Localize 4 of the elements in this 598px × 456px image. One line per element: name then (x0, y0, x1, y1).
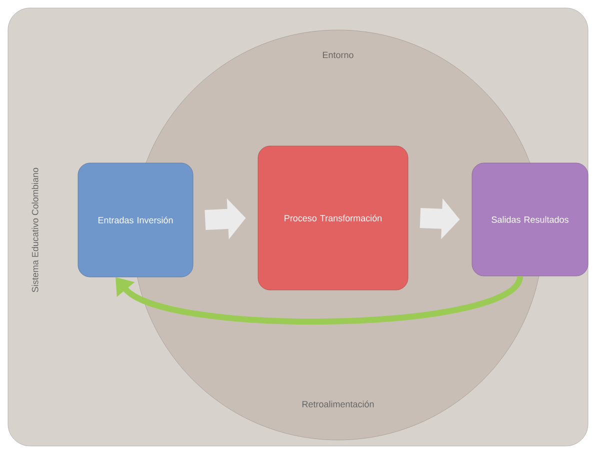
process-box: Entradas Inversión (78, 162, 194, 278)
process-box: Proceso Transformación (258, 146, 408, 290)
feedback-arrow (116, 274, 523, 324)
process-box: Salidas Resultados (472, 162, 588, 276)
